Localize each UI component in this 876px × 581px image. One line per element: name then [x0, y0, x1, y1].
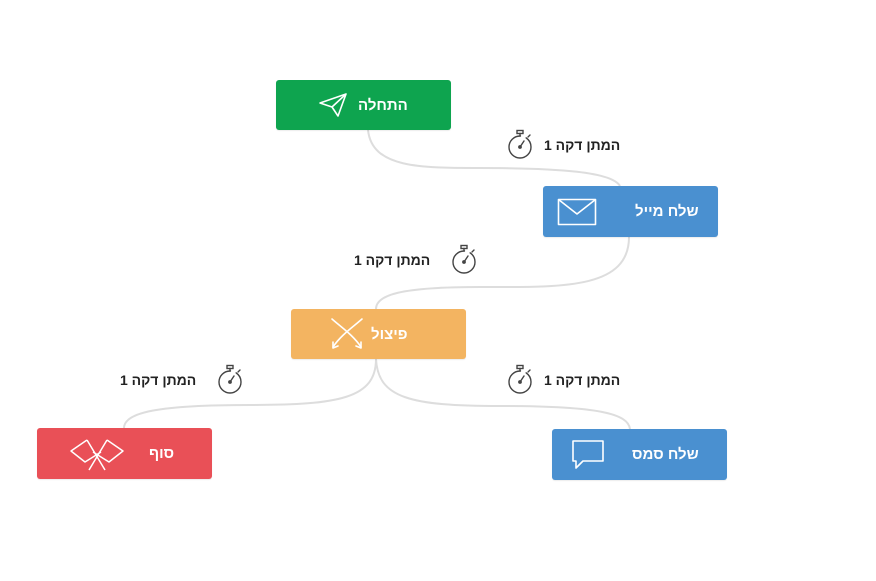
delay-split-to-sms: המתן דקה 1	[506, 364, 621, 396]
start-node-label: התחלה	[358, 96, 408, 114]
delay-label: המתן דקה 1	[354, 252, 431, 268]
send-email-node[interactable]: שלח מייל	[543, 186, 718, 237]
delay-label: המתן דקה 1	[544, 137, 621, 153]
connector-start-to-email	[367, 129, 621, 187]
delay-split-to-end: המתן דקה 1	[120, 364, 244, 396]
crossed-flags-icon	[65, 428, 129, 479]
send-email-node-label: שלח מייל	[635, 203, 699, 220]
send-sms-node[interactable]: שלח סמס	[552, 429, 727, 480]
delay-label: המתן דקה 1	[120, 372, 197, 388]
connector-email-to-split	[375, 236, 630, 310]
speech-bubble-icon	[570, 429, 606, 480]
envelope-icon	[556, 186, 598, 237]
stopwatch-icon[interactable]	[506, 129, 534, 161]
stopwatch-icon[interactable]	[216, 364, 244, 396]
split-node[interactable]: פיצול	[291, 309, 466, 359]
end-node-label: סוף	[149, 445, 175, 462]
split-node-label: פיצול	[371, 325, 408, 343]
stopwatch-icon[interactable]	[506, 364, 534, 396]
delay-start-to-email: המתן דקה 1	[506, 129, 621, 161]
split-arrows-icon	[327, 309, 367, 359]
stopwatch-icon[interactable]	[450, 244, 478, 276]
delay-label: המתן דקה 1	[544, 372, 621, 388]
end-node[interactable]: סוף	[37, 428, 212, 479]
delay-email-to-split: המתן דקה 1	[354, 244, 478, 276]
start-node[interactable]: התחלה	[276, 80, 451, 130]
connector-split-to-end	[123, 358, 377, 429]
paper-plane-icon	[316, 80, 350, 130]
connector-split-to-sms	[375, 358, 631, 430]
send-sms-node-label: שלח סמס	[632, 446, 699, 463]
